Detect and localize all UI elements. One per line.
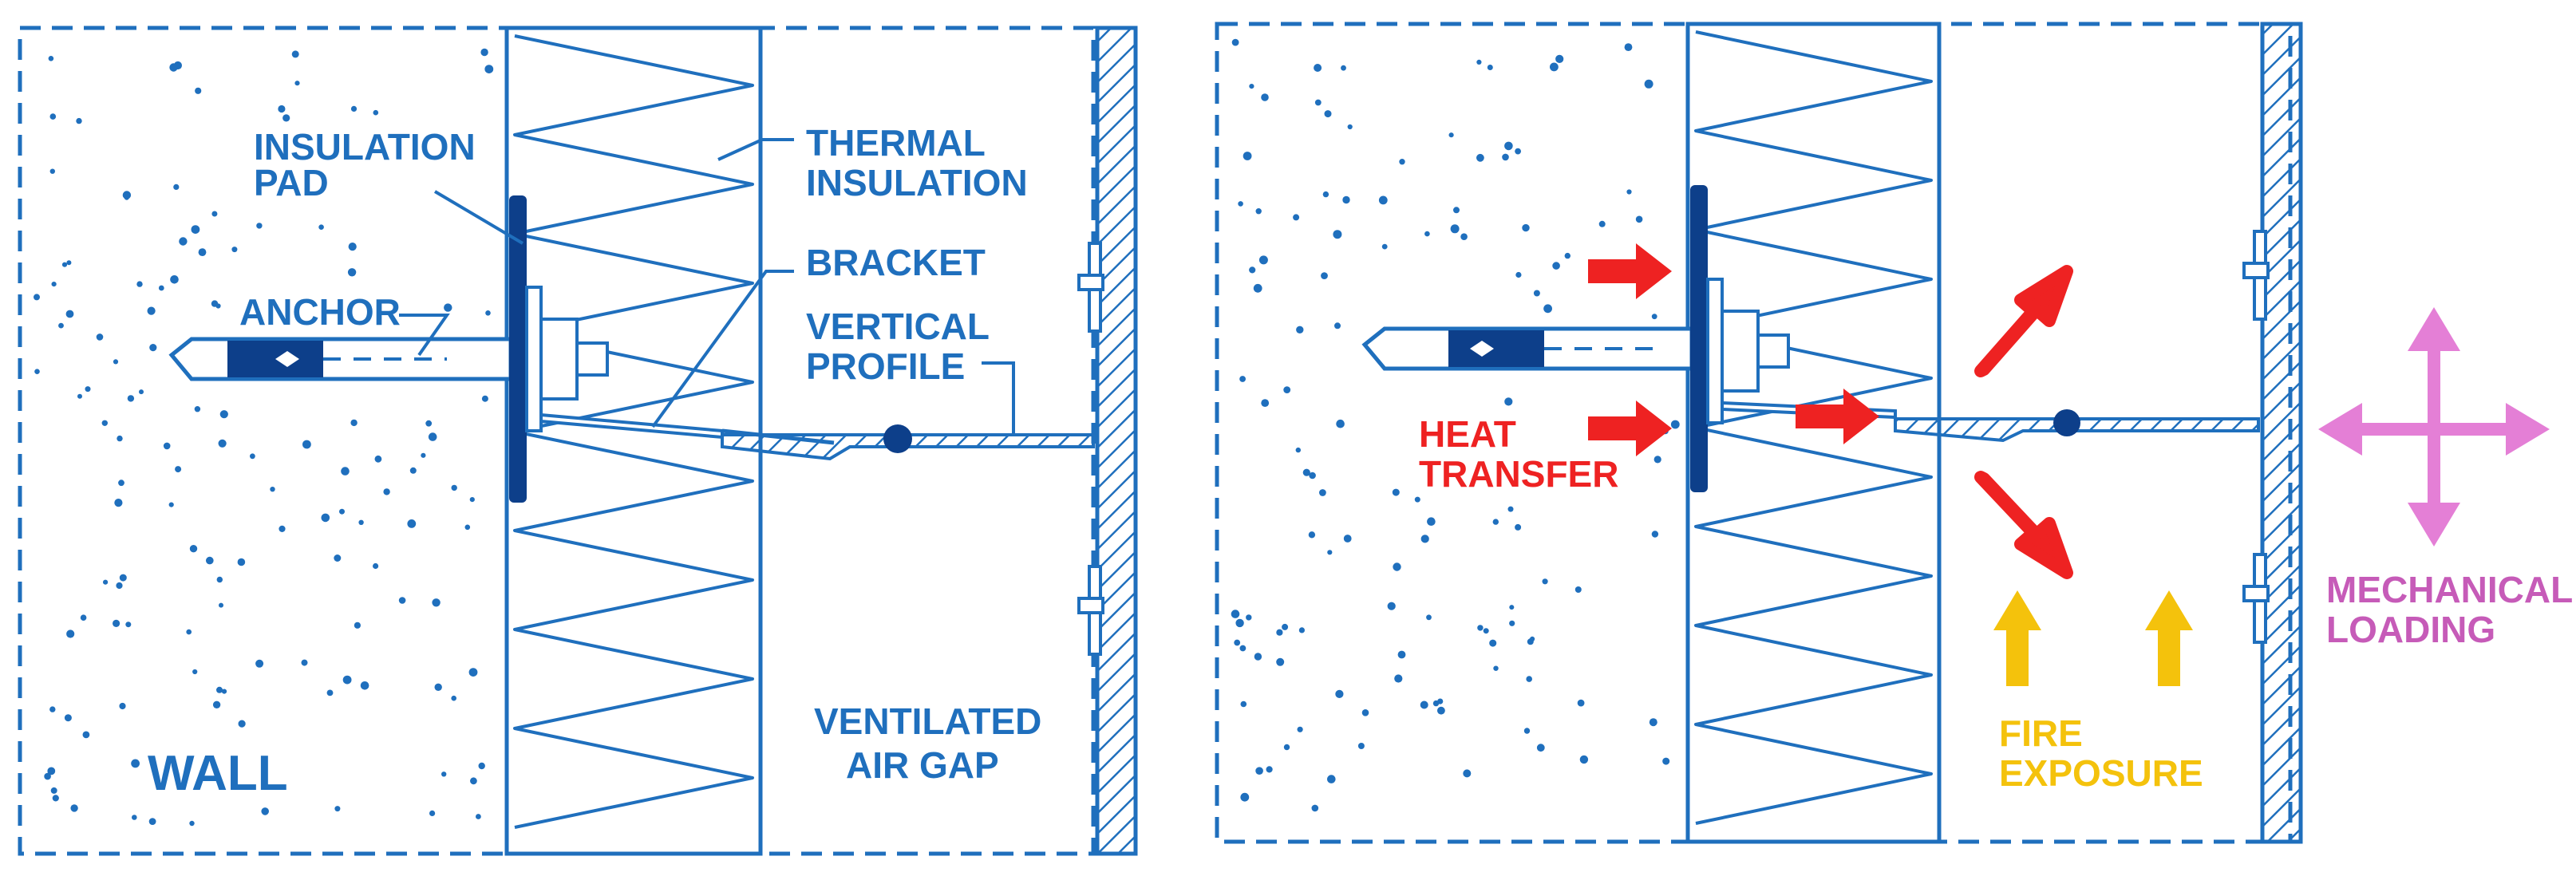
heat-arrow-icon xyxy=(1588,243,1672,299)
rivet xyxy=(883,424,912,453)
fire-arrow-icon xyxy=(2145,590,2193,686)
heat-arrow-icon xyxy=(1588,401,1672,456)
vertical-profile-label-line1: VERTICAL xyxy=(806,306,990,347)
cladding-panel xyxy=(2242,22,2303,844)
anchor xyxy=(168,337,513,381)
leader-lines xyxy=(399,138,1015,435)
insulation-pad-label-line2: PAD xyxy=(254,162,329,203)
cladding-panel xyxy=(1077,26,1138,856)
vertical-profile-label-line2: PROFILE xyxy=(806,345,965,387)
ventilated-air-gap-label-line2: AIR GAP xyxy=(846,744,999,786)
thermal-insulation-label-line1: THERMAL xyxy=(806,122,986,164)
fire-arrow-icon xyxy=(1993,590,2041,686)
anchor-label: ANCHOR xyxy=(239,291,401,333)
mechanical-loading-label-line1: MECHANICAL xyxy=(2326,569,2573,610)
rivet xyxy=(2053,409,2080,436)
vertical-profile xyxy=(721,424,1097,461)
insulation-pad-label-line1: INSULATION xyxy=(254,126,476,168)
panel-right: HEAT TRANSFER FIRE EXPOSURE MECHANICAL L… xyxy=(1215,22,2573,844)
concrete-dots xyxy=(1231,38,1680,812)
fire-exposure-label-line1: FIRE xyxy=(1999,712,2083,754)
vertical-profile xyxy=(1894,409,2260,443)
anchor xyxy=(1361,326,1694,371)
insulation-pad xyxy=(1690,185,1708,492)
heat-arrow-icon xyxy=(1974,471,2073,579)
heat-arrow-icon xyxy=(1796,389,1879,444)
thermal-insulation-label-line2: INSULATION xyxy=(806,162,1028,203)
bracket xyxy=(525,286,835,445)
fire-exposure-label-line2: EXPOSURE xyxy=(1999,752,2203,794)
heat-transfer-arrows xyxy=(1588,243,2073,579)
fire-exposure-arrows xyxy=(1993,590,2193,686)
bracket-label: BRACKET xyxy=(806,242,986,283)
ventilated-air-gap-label-line1: VENTILATED xyxy=(814,700,1041,742)
insulation-pad xyxy=(509,195,527,503)
wall-label: WALL xyxy=(148,746,288,801)
mechanical-loading-label-line2: LOADING xyxy=(2326,609,2495,650)
heat-transfer-label-line1: HEAT xyxy=(1419,413,1516,455)
heat-arrow-icon xyxy=(1974,265,2073,377)
thermal-insulation-layer xyxy=(504,26,763,856)
concrete-dots xyxy=(34,48,494,827)
mechanical-loading-arrows xyxy=(2318,307,2550,547)
heat-transfer-label-line2: TRANSFER xyxy=(1419,453,1618,495)
panel-left: INSULATION PAD THERMAL INSULATION BRACKE… xyxy=(18,26,1138,856)
